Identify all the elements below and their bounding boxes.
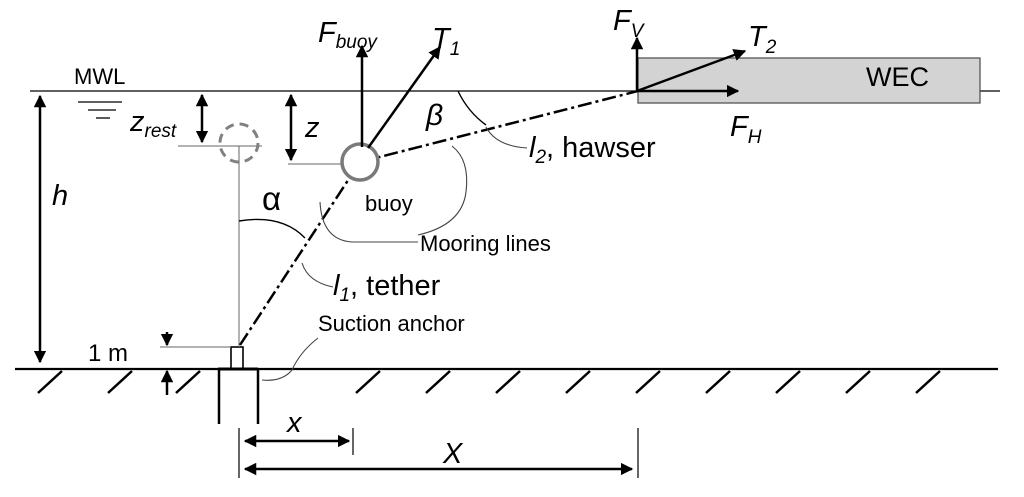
mooring-lines-label: Mooring lines: [420, 231, 551, 256]
water-level-symbol: [78, 101, 122, 119]
anchor-leader: [261, 337, 319, 381]
t1-label: T1: [432, 23, 460, 60]
buoy: [340, 142, 380, 182]
f-buoy-label: Fbuoy: [318, 17, 378, 53]
h-label: h: [52, 180, 68, 212]
z-rest-label: zrest: [129, 106, 177, 142]
beta-arc: [457, 90, 487, 126]
t2-label: T2: [748, 21, 777, 58]
buoy-rest-position: [218, 122, 260, 164]
tether-leader: [301, 262, 334, 288]
seabed: [15, 367, 998, 394]
x-large-label: X: [442, 438, 464, 470]
beta-label: β: [425, 99, 443, 132]
wec-label: WEC: [866, 62, 929, 92]
mwl-label: MWL: [74, 64, 125, 89]
suction-anchor: [217, 346, 260, 424]
fh-label: FH: [730, 111, 762, 148]
suction-anchor-label: Suction anchor: [318, 311, 465, 336]
mooring-leader-hawser: [417, 145, 468, 236]
alpha-label: α: [262, 180, 281, 217]
hawser-line: [359, 89, 639, 164]
alpha-arc: [238, 218, 306, 239]
l1-tether-label: l1, tether: [333, 270, 441, 306]
l2-hawser-label: l2, hawser: [529, 132, 656, 168]
tether-line: [238, 161, 362, 346]
fv-label: FV: [613, 5, 646, 42]
mooring-leader-tether: [319, 201, 418, 243]
x-small-label: x: [285, 407, 303, 439]
t1-arrow: [366, 45, 442, 149]
t2-arrow: [636, 49, 747, 93]
buoy-label: buoy: [365, 191, 413, 216]
hawser-leader: [485, 126, 528, 149]
one-m-label: 1 m: [88, 340, 128, 367]
wec-body: [637, 57, 981, 104]
z-label: z: [304, 112, 320, 144]
